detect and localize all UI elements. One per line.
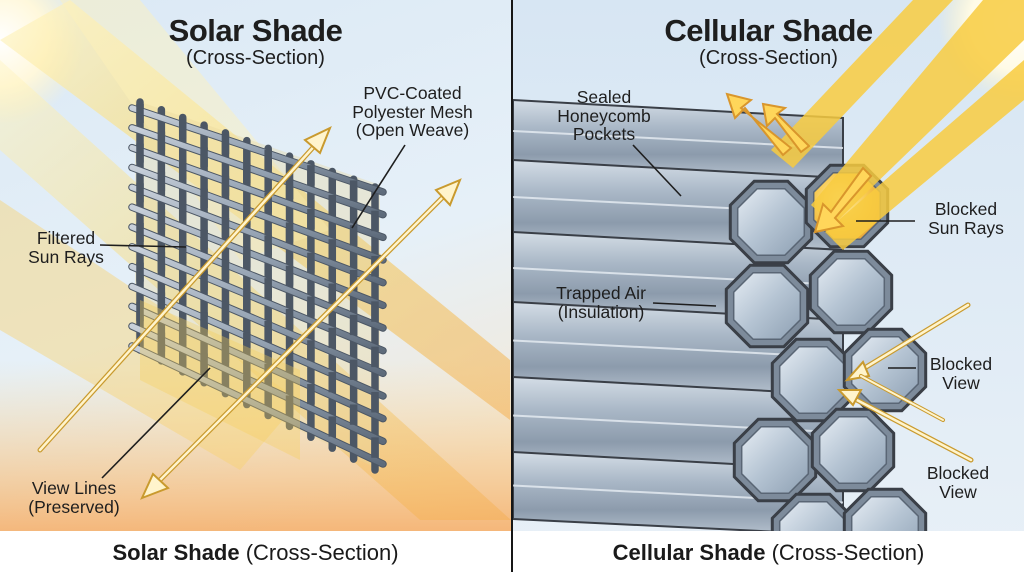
reflected-ray-arrows xyxy=(725,92,811,157)
blocked-sun-rays xyxy=(725,0,1024,250)
solar-caption: Solar Shade (Cross-Section) xyxy=(0,534,511,572)
blocked-view-label-line: View xyxy=(942,372,980,393)
blocked-view-label-2: Blocked View xyxy=(915,464,1001,501)
honeycomb-cell-inner xyxy=(850,335,920,405)
cellular-title: Cellular Shade xyxy=(664,13,873,48)
mesh-label: PVC-Coated Polyester Mesh (Open Weave) xyxy=(330,84,495,140)
sun-ray-band xyxy=(0,60,511,520)
pockets-leader xyxy=(632,144,682,197)
filtered-label-line: Sun Rays xyxy=(28,246,104,267)
filtered-label-line: Filtered xyxy=(36,228,96,248)
air-leader xyxy=(652,302,717,307)
air-label-line: Trapped Air xyxy=(556,283,646,303)
absorbed-arrow xyxy=(813,166,873,234)
leader-lines xyxy=(632,144,916,369)
honeycomb-cell-inner xyxy=(740,425,810,495)
mesh-fiber xyxy=(129,303,386,422)
blocked-view-label: Blocked View xyxy=(918,355,1004,392)
blocked-view-arrow xyxy=(836,389,974,463)
blocked-view-2-label-line: View xyxy=(939,481,977,502)
view-line-arrows xyxy=(37,125,462,500)
mesh-glow xyxy=(140,300,300,460)
view-label-line: (Preserved) xyxy=(28,496,120,517)
pockets-label: Sealed Honeycomb Pockets xyxy=(549,88,659,144)
solar-shade-illustration xyxy=(0,0,511,572)
mesh-fiber xyxy=(129,164,386,263)
caption-band xyxy=(513,531,1024,572)
mesh-fiber xyxy=(129,224,386,331)
cellular-caption-rest: (Cross-Section) xyxy=(765,540,925,565)
mesh-fiber xyxy=(129,263,386,377)
solar-subtitle: (Cross-Section) xyxy=(186,47,325,69)
pockets-label-line: Honeycomb xyxy=(557,105,651,126)
mesh-fiber xyxy=(129,343,386,467)
pockets-label-line: Sealed xyxy=(576,87,632,107)
filtered-rays-label: Filtered Sun Rays xyxy=(18,229,114,266)
sun-ray-beam xyxy=(771,0,953,168)
sun-ray-beam xyxy=(825,60,1024,250)
reflected-arrow xyxy=(761,102,811,154)
cellular-shade-illustration xyxy=(513,0,1024,572)
view-line-arrow xyxy=(140,178,462,500)
absorbed-ray-arrows xyxy=(813,166,873,234)
cellular-caption: Cellular Shade (Cross-Section) xyxy=(513,534,1024,572)
solar-title: Solar Shade xyxy=(168,13,343,48)
blocked-rays-label-line: Sun Rays xyxy=(928,217,1004,238)
cellular-shade-panel: Cellular Shade (Cross-Section) Sealed Ho… xyxy=(513,0,1024,572)
mesh-fiber xyxy=(129,244,386,354)
blocked-view-2-label-line: Blocked xyxy=(926,463,990,483)
honeycomb-cell-inner xyxy=(732,271,802,341)
cellular-caption-bold: Cellular Shade xyxy=(612,540,766,565)
solar-shade-panel: Solar Shade (Cross-Section) PVC-Coated P… xyxy=(0,0,511,572)
trapped-air-label: Trapped Air (Insulation) xyxy=(541,284,661,321)
reflected-arrow xyxy=(725,92,793,157)
panel-divider xyxy=(511,0,513,572)
mesh-leader xyxy=(351,144,406,229)
mesh-fiber xyxy=(129,144,386,241)
mesh-label-line: (Open Weave) xyxy=(355,120,470,141)
view-label-line: View Lines xyxy=(31,478,117,498)
blocked-view-lines xyxy=(836,302,974,463)
view-line-arrow xyxy=(37,125,332,453)
woven-mesh xyxy=(128,98,387,474)
mesh-fiber xyxy=(129,105,386,195)
filtered-leader xyxy=(99,244,187,248)
honeycomb-cell-inner xyxy=(736,187,806,257)
blocked-rays-label-line: Blocked xyxy=(934,199,998,219)
honeycomb-cell-inner xyxy=(818,415,888,485)
mesh-label-line: Polyester Mesh xyxy=(352,101,473,122)
honeycomb-cell-inner xyxy=(778,345,848,415)
blocked-view-arrow xyxy=(859,374,945,422)
honeycomb-cell-inner xyxy=(816,257,886,327)
mesh-fiber xyxy=(129,204,386,309)
mesh-fiber xyxy=(129,184,386,286)
caption-band xyxy=(0,531,511,572)
solar-caption-rest: (Cross-Section) xyxy=(239,540,399,565)
leader-lines xyxy=(99,144,406,479)
blocked-rays-label: Blocked Sun Rays xyxy=(918,200,1014,237)
blocked-view-label-line: Blocked xyxy=(929,354,993,374)
mesh-fiber xyxy=(129,125,386,218)
mesh-horizontal-fibers xyxy=(128,104,387,468)
view-leader xyxy=(101,367,211,479)
air-label-line: (Insulation) xyxy=(557,301,645,322)
mesh-label-line: PVC-Coated xyxy=(363,83,462,103)
cellular-subtitle: (Cross-Section) xyxy=(699,47,838,69)
view-lines-label: View Lines (Preserved) xyxy=(14,479,134,516)
pockets-label-line: Pockets xyxy=(572,124,636,145)
solar-caption-bold: Solar Shade xyxy=(112,540,240,565)
